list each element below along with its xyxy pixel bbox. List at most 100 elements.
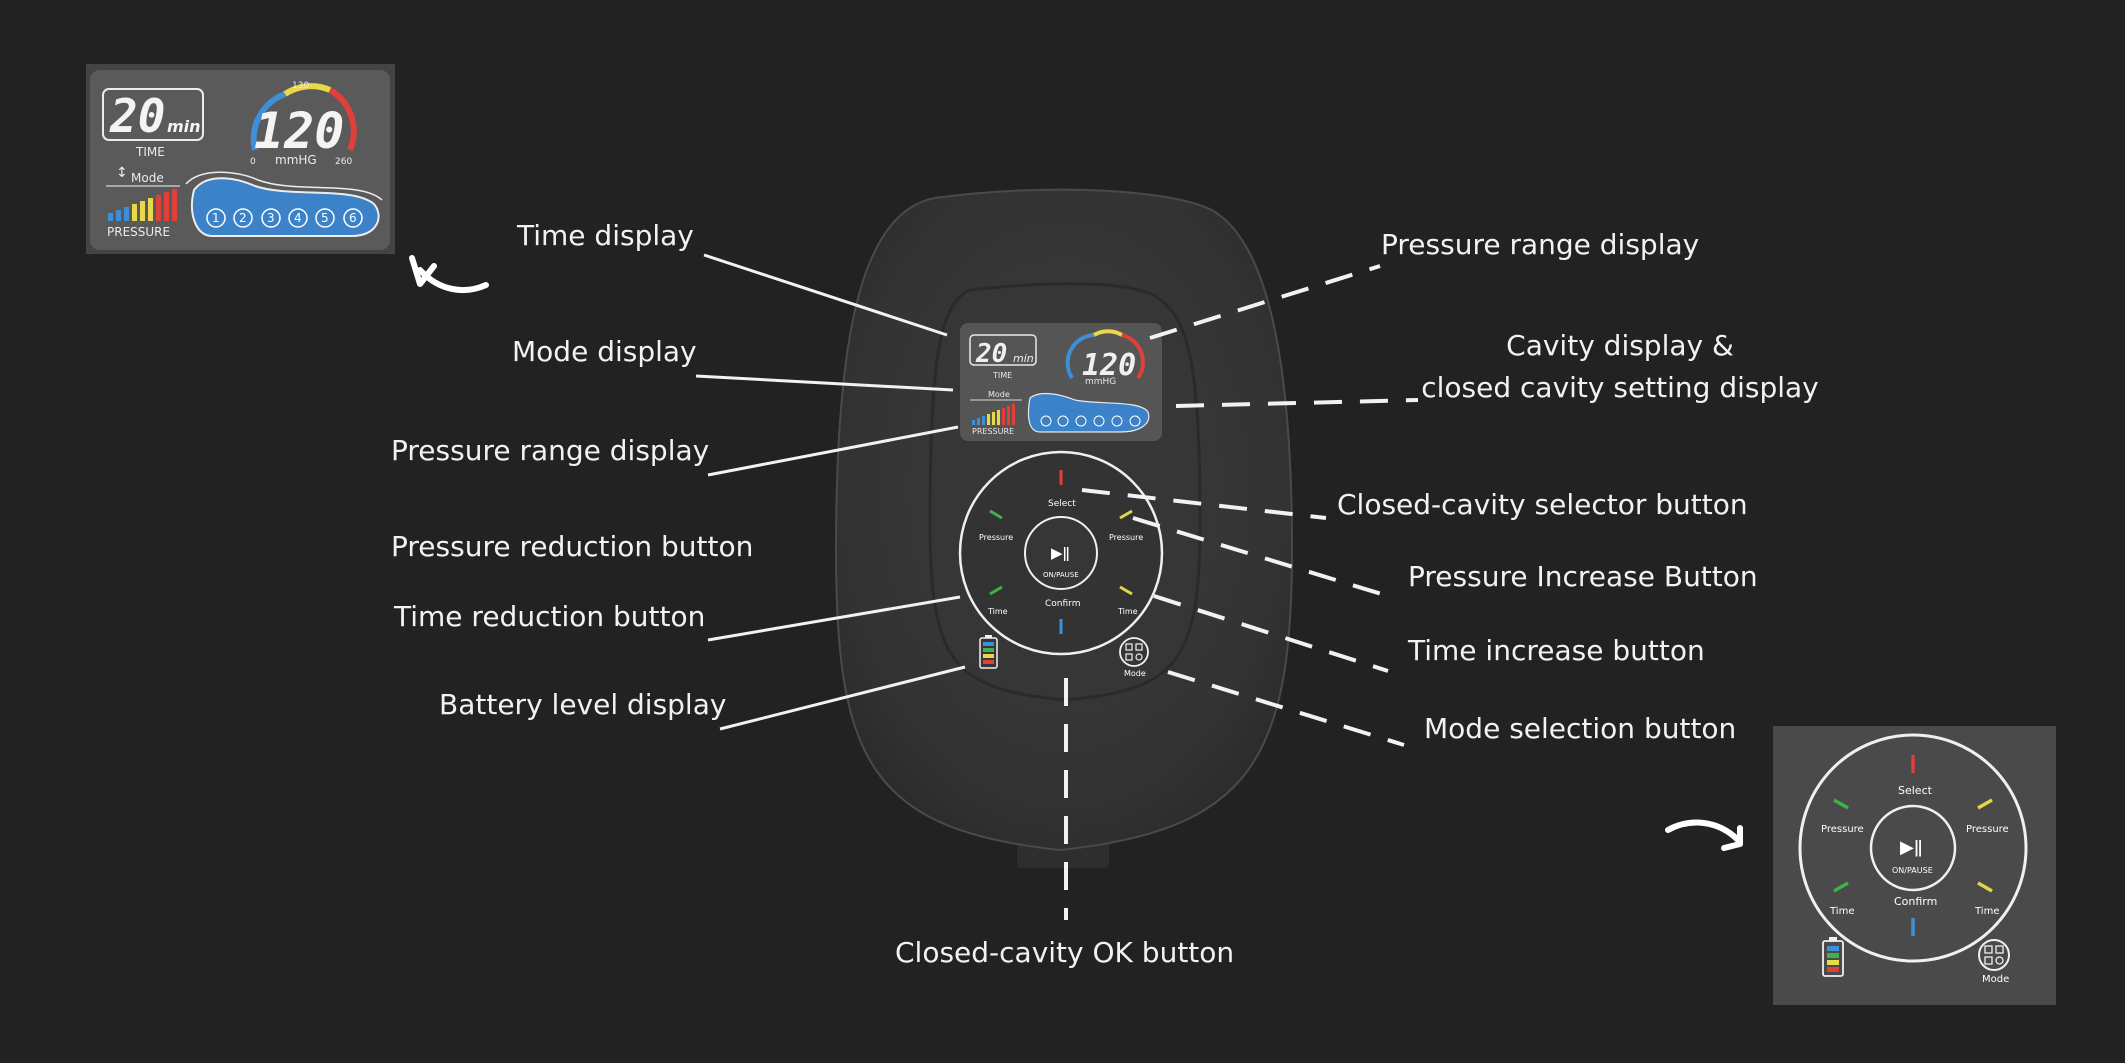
callout-line-pressure-range-right	[1149, 264, 1381, 340]
callout-line-closed-cavity-selector	[1081, 488, 1327, 520]
panel-zoom-time-minus-tick	[1833, 881, 1849, 893]
label-pressure-reduction-button: Pressure reduction button	[391, 530, 754, 563]
panel-zoom-mode-button	[1978, 939, 2010, 971]
lcd-zoom-bar	[140, 201, 145, 221]
device-confirm-label: Confirm	[1045, 599, 1080, 609]
panel-zoom-select-label: Select	[1898, 784, 1933, 797]
lcd-zoom-gauge-blue	[250, 91, 287, 151]
panel-zoom-pressure-minus-tick	[1833, 798, 1849, 810]
device-battery-icon	[979, 635, 998, 669]
device-lcd-pressure-caption: PRESSURE	[972, 427, 1014, 436]
lcd-zoom-cavity-6	[343, 208, 363, 228]
lcd-zoom-bar	[156, 195, 161, 221]
device-lcd-bar	[972, 420, 975, 425]
lcd-zoom-pressure-caption: PRESSURE	[107, 225, 170, 239]
lcd-zoom-time-box	[102, 88, 204, 141]
panel-zoom-on-pause	[1869, 804, 1957, 892]
lcd-zoom-cavity-3	[261, 208, 281, 228]
lcd-zoom-gauge-min: 0	[250, 157, 256, 167]
callout-line-mode-display	[695, 374, 954, 392]
device-lcd-cavity-4	[1093, 415, 1105, 427]
lcd-zoom-gauge-mid: 130	[292, 81, 309, 91]
lcd-zoom-time-caption: TIME	[135, 145, 165, 159]
callout-line-time-reduction	[707, 595, 961, 642]
lcd-zoom-pressure-value: 120	[254, 102, 344, 160]
lcd-zoom-bar	[132, 204, 137, 221]
lcd-zoom-cavity-6-label: 6	[349, 211, 357, 225]
device-lcd-gauge-blue	[1065, 333, 1095, 380]
label-closed-cavity-selector-button: Closed-cavity selector button	[1337, 488, 1748, 521]
device-lcd-pressure-unit: mmHG	[1085, 377, 1116, 387]
lcd-zoom-pressure-unit: mmHG	[275, 153, 317, 167]
device-lcd-pressure-bars	[972, 404, 1015, 425]
device-time-right-label: Time	[1117, 607, 1138, 616]
device-lcd-gauge-red	[1121, 333, 1145, 380]
lcd-zoom-mode-arrow: ↕	[116, 165, 128, 181]
device-lcd-bar	[1007, 406, 1010, 425]
label-pressure-increase-button: Pressure Increase Button	[1408, 560, 1758, 593]
device-time-minus-tick	[989, 585, 1003, 596]
device-lcd-pressure-value: 120	[1082, 348, 1136, 383]
label-time-display: Time display	[517, 219, 694, 252]
label-cavity-display-line2: closed cavity setting display	[1421, 371, 1819, 404]
device-lcd-bar	[1002, 408, 1005, 425]
lcd-zoom-bar	[108, 213, 113, 221]
panel-zoom-pressure-right: Pressure	[1966, 824, 2009, 835]
device-mode-icon	[1125, 643, 1143, 661]
curved-arrow-up-head	[409, 255, 437, 287]
lcd-zoom-cavity-1	[206, 208, 226, 228]
lcd-zoom-gauge-red	[328, 87, 357, 152]
lcd-zoom-leg-outline	[185, 171, 383, 201]
device-mode-button[interactable]	[1119, 637, 1149, 667]
panel-zoom-mode-label: Mode	[1982, 974, 2009, 985]
device-lcd-bar	[997, 410, 1000, 425]
panel-zoom-on-pause-label: ON/PAUSE	[1892, 866, 1933, 875]
panel-zoom-time-right: Time	[1974, 906, 1999, 917]
lcd-zoom-leg-icon	[191, 177, 380, 237]
lcd-zoom-cavity-2	[233, 208, 253, 228]
device-lcd-mode-caption: Mode	[988, 390, 1010, 399]
callout-line-pressure-range-left	[707, 425, 959, 477]
callout-lines-dashed	[1064, 264, 1419, 920]
device-lcd-cavity-3	[1075, 415, 1087, 427]
panel-zoom-pressure-plus-tick	[1977, 798, 1993, 810]
device-lcd-gauge-yellow	[1093, 329, 1123, 337]
lcd-zoom-bar	[116, 210, 121, 221]
lcd-zoom-inset: 20 min TIME 130 0 260 120 mmHG ↕ Mode PR…	[86, 64, 395, 254]
device-pressure-minus-tick	[989, 509, 1003, 520]
label-mode-selection-button: Mode selection button	[1424, 712, 1737, 745]
device-on-pause-button[interactable]	[1024, 516, 1098, 590]
lcd-zoom-cavity-1-label: 1	[212, 211, 220, 225]
label-pressure-range-display-left: Pressure range display	[391, 434, 710, 467]
lcd-zoom-bar	[164, 192, 169, 221]
device-lcd-bar	[987, 414, 990, 425]
device-on-pause-label: ON/PAUSE	[1043, 571, 1079, 579]
panel-zoom-ring	[1798, 733, 2028, 963]
lcd-zoom-gauge-yellow	[283, 83, 332, 97]
device-lcd-time-box	[969, 334, 1037, 366]
label-cavity-display-line1: Cavity display &	[1506, 329, 1734, 362]
lcd-zoom-cavity-5-label: 5	[321, 211, 329, 225]
device-on-pause-symbol: ▶ǁ	[1051, 544, 1070, 562]
lcd-zoom-cavity-4-label: 4	[294, 211, 302, 225]
callout-line-cavity-display	[1175, 398, 1419, 408]
label-mode-display: Mode display	[512, 335, 697, 368]
lcd-zoom-pressure-bars	[108, 189, 177, 221]
panel-zoom-confirm-label: Confirm	[1894, 895, 1937, 908]
curved-arrow-down-icon	[1665, 819, 1741, 843]
lcd-zoom-bar	[124, 207, 129, 221]
device-lcd-time-unit: min	[1013, 352, 1034, 365]
device-lcd-bar	[982, 416, 985, 425]
device-lcd-cavity-5	[1111, 415, 1123, 427]
panel-zoom-inset: ▶ǁ ON/PAUSE Select Confirm Pressure Pres…	[1773, 726, 2056, 1005]
lcd-zoom-cavity-3-label: 3	[267, 211, 275, 225]
lcd-zoom-cavity-5	[315, 208, 335, 228]
device-pressure-plus-tick	[1119, 509, 1133, 520]
lcd-zoom-gauge-max: 260	[335, 157, 352, 167]
device-lcd-cavity-6	[1129, 415, 1141, 427]
callout-line-time-increase	[1153, 594, 1389, 673]
panel-zoom-pressure-left: Pressure	[1821, 824, 1864, 835]
panel-zoom-on-pause-symbol: ▶ǁ	[1900, 837, 1923, 858]
panel-zoom-mode-icon	[1984, 945, 2004, 965]
device: 20 min TIME 120 mmHG Mode PRESSURE	[834, 188, 1294, 868]
